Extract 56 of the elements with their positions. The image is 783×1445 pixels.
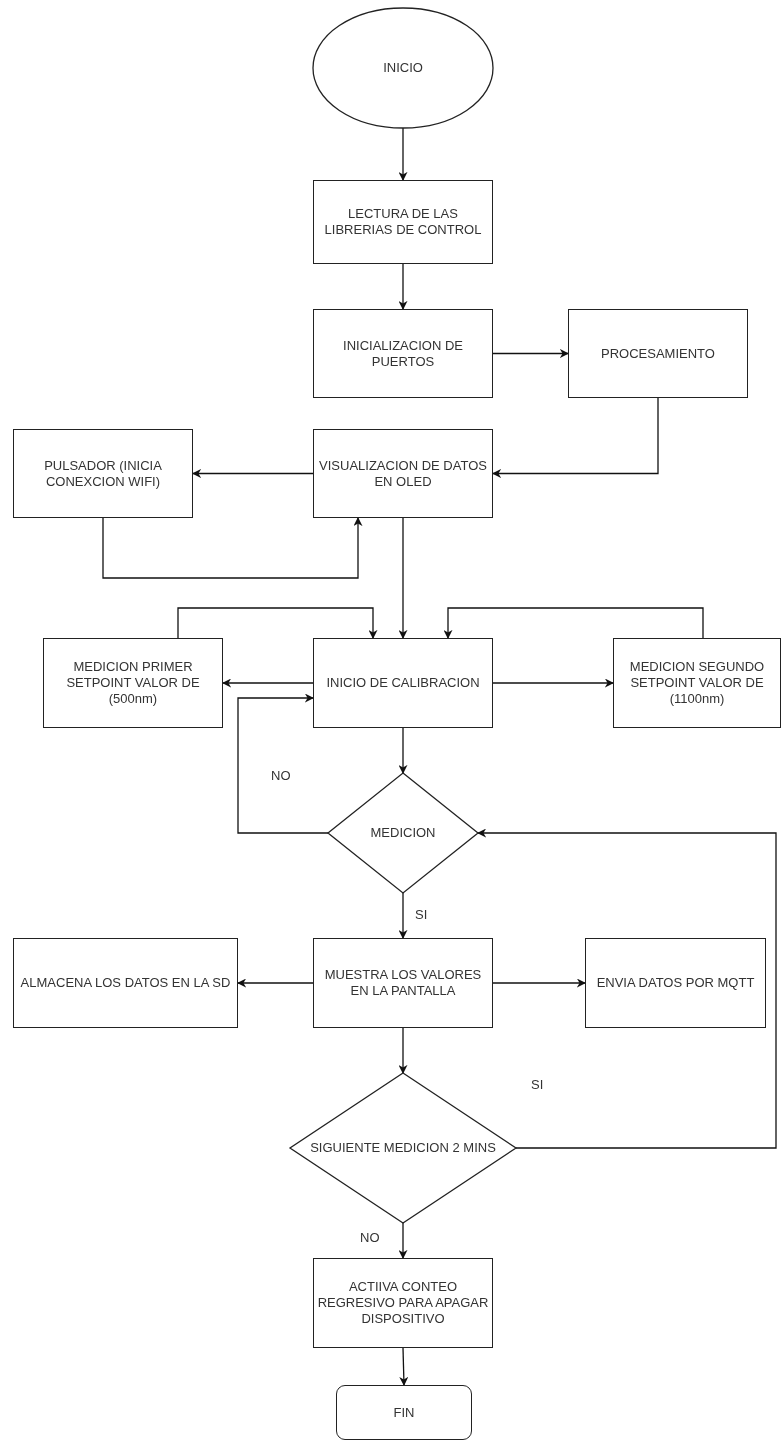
arrow bbox=[492, 978, 586, 988]
process-box bbox=[313, 180, 493, 264]
node-text: MEDICION bbox=[369, 825, 437, 841]
arrow bbox=[398, 263, 408, 310]
node-text: MEDICION SEGUNDO SETPOINT VALOR DE (1100nm) bbox=[628, 659, 766, 707]
node-text: ALMACENA LOS DATOS EN LA SD bbox=[19, 975, 232, 991]
process-box bbox=[313, 1258, 493, 1348]
node-text: SIGUIENTE MEDICION 2 MINS bbox=[309, 1140, 497, 1156]
arrow bbox=[192, 469, 314, 478]
arrow bbox=[398, 1027, 408, 1074]
arrow bbox=[492, 678, 614, 688]
process-box bbox=[43, 638, 223, 728]
process-box bbox=[585, 938, 766, 1028]
edge-label: NO bbox=[359, 1230, 381, 1245]
arrow bbox=[477, 828, 777, 1149]
arrow bbox=[443, 607, 704, 639]
node-text: INICIO bbox=[382, 60, 424, 76]
arrow bbox=[398, 892, 408, 939]
node-text: MEDICION PRIMER SETPOINT VALOR DE (500nm) bbox=[65, 659, 201, 707]
process-box bbox=[613, 638, 781, 728]
node-text: ENVIA DATOS POR MQTT bbox=[595, 975, 756, 991]
arrow bbox=[102, 517, 363, 579]
node-text: FIN bbox=[392, 1404, 416, 1421]
edge-label: SI bbox=[530, 1077, 545, 1092]
decision-diamond bbox=[290, 1073, 516, 1223]
node-text: VISUALIZACION DE DATOS EN OLED bbox=[318, 457, 488, 490]
decision-diamond bbox=[328, 773, 478, 893]
process-box bbox=[13, 429, 193, 518]
node-text: INICIO DE CALIBRACION bbox=[325, 675, 481, 691]
process-box bbox=[313, 938, 493, 1028]
arrow bbox=[399, 1347, 409, 1386]
node-text: MUESTRA LOS VALORES EN LA PANTALLA bbox=[323, 967, 483, 999]
node-text: INICIALIZACION DE PUERTOS bbox=[342, 337, 464, 370]
process-box bbox=[313, 638, 493, 728]
arrow bbox=[237, 693, 329, 834]
node-text: LECTURA DE LAS LIBRERIAS DE CONTROL bbox=[323, 206, 483, 238]
end-terminator bbox=[336, 1385, 472, 1440]
node-text: PROCESAMIENTO bbox=[600, 345, 716, 362]
arrow bbox=[492, 349, 569, 358]
arrow bbox=[492, 397, 659, 478]
node-text: PULSADOR (INICIA CONEXCION WIFI) bbox=[43, 457, 163, 490]
arrow bbox=[398, 727, 408, 774]
process-box bbox=[313, 429, 493, 518]
arrow bbox=[222, 678, 314, 688]
arrow bbox=[398, 1222, 408, 1259]
arrow bbox=[237, 978, 314, 988]
start-ellipse bbox=[313, 8, 493, 128]
process-box bbox=[13, 938, 238, 1028]
arrow bbox=[177, 607, 378, 639]
node-text: ACTIIVA CONTEO REGRESIVO PARA APAGAR DISPOSITIVO bbox=[316, 1279, 490, 1327]
edge-label: SI bbox=[414, 907, 429, 922]
process-box bbox=[568, 309, 748, 398]
arrow bbox=[398, 127, 408, 181]
edge-label: NO bbox=[270, 768, 292, 783]
process-box bbox=[313, 309, 493, 398]
arrow bbox=[398, 517, 408, 639]
